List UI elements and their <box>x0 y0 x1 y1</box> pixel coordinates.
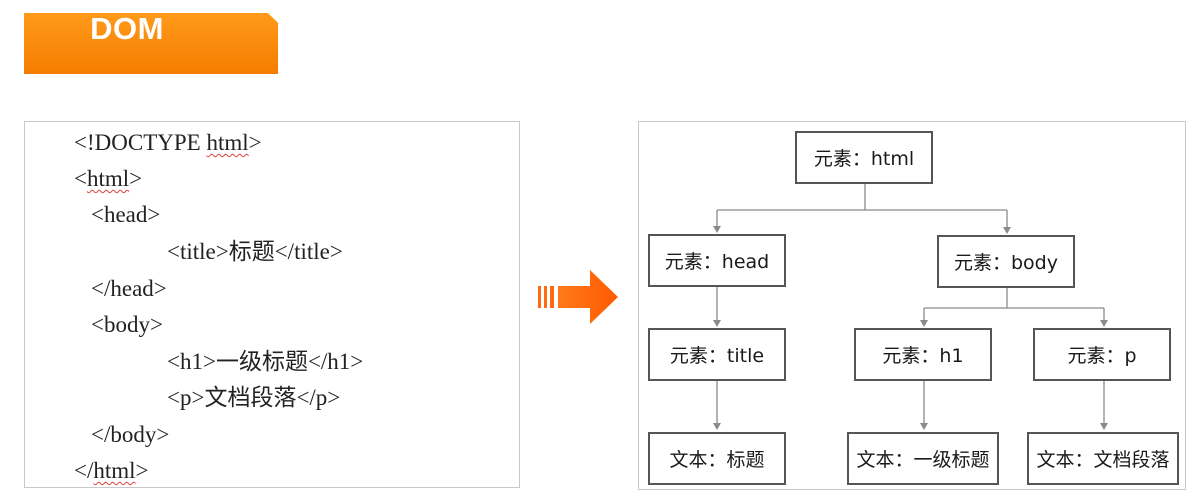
code-line-p: <p>文档段落</p> <box>167 385 341 410</box>
code-line-title: <title>标题</title> <box>167 239 343 264</box>
dom-tree-panel: 元素：html 元素：head 元素：body 元素：title 元素：h1 元… <box>638 121 1186 490</box>
node-title: 元素：title <box>648 328 786 381</box>
page-title: DOM <box>90 11 164 46</box>
node-text-h1: 文本：一级标题 <box>847 432 999 485</box>
code-line-html-open: <html> <box>74 166 143 191</box>
spellcheck-mark: html <box>93 458 136 483</box>
node-text-p: 文本：文档段落 <box>1027 432 1179 485</box>
code-line-head-open: <head> <box>91 202 161 227</box>
node-text-title: 文本：标题 <box>648 432 786 485</box>
node-p: 元素：p <box>1033 328 1171 381</box>
code-line-h1: <h1>一级标题</h1> <box>167 349 364 374</box>
spellcheck-mark: html <box>86 166 130 191</box>
title-banner <box>24 13 278 74</box>
code-line-body-open: <body> <box>91 312 163 337</box>
tree-connectors <box>713 183 1108 430</box>
right-arrow-icon <box>538 270 618 324</box>
node-body: 元素：body <box>937 235 1075 288</box>
spellcheck-mark: html <box>206 130 249 155</box>
html-source-panel: <!DOCTYPE html> <html> <head> <title>标题<… <box>24 121 520 488</box>
node-html: 元素：html <box>795 131 933 184</box>
code-line-head-close: </head> <box>91 276 167 301</box>
code-line-body-close: </body> <box>91 422 170 447</box>
node-h1: 元素：h1 <box>854 328 992 381</box>
code-line-html-close: </html> <box>74 458 149 483</box>
node-head: 元素：head <box>648 234 786 287</box>
code-line-doctype: <!DOCTYPE html> <box>74 130 262 155</box>
